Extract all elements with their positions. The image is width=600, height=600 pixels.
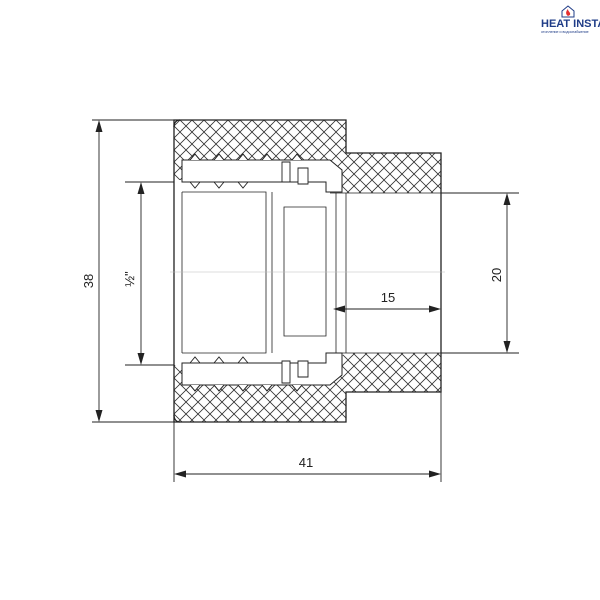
house-flame-icon — [561, 5, 575, 18]
brass-insert-top — [181, 153, 343, 193]
heat-install-logo: HEAT INSTALL отопление и водоснабжение — [541, 5, 600, 34]
dimension-label-38: 38 — [81, 274, 96, 288]
brass-insert-bottom — [181, 352, 343, 392]
dimension-socket-depth: 15 — [333, 290, 441, 313]
fitting-bore — [173, 182, 441, 365]
dimension-bore-diameter: 20 — [441, 192, 519, 354]
dimension-thread-size: ½" — [122, 181, 174, 366]
dimension-label-15: 15 — [381, 290, 395, 305]
dimension-label-thread: ½" — [122, 271, 137, 287]
dimension-label-41: 41 — [299, 455, 313, 470]
dimension-label-20: 20 — [489, 268, 504, 282]
logo-tagline: отопление и водоснабжение — [541, 30, 589, 34]
dimension-overall-length: 41 — [173, 392, 442, 482]
dimension-overall-diameter: 38 — [81, 119, 174, 423]
logo-name: HEAT INSTALL — [541, 18, 600, 30]
